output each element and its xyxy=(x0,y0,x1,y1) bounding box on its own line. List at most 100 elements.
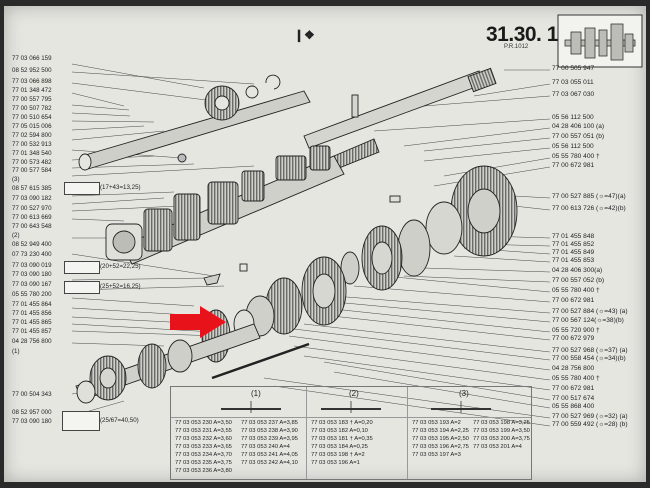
table-cell: 77 03 053 196 A=2,75 xyxy=(412,444,469,450)
table-cell: 77 03 053 183 † A=0,20 xyxy=(311,420,373,426)
part-label: 77 03 066 159 xyxy=(12,55,52,62)
part-label: 77 00 557 052 (b) xyxy=(552,277,605,284)
part-label: 77 03 055 011 xyxy=(552,79,594,86)
table-cell: 77 03 053 238 A=3,90 xyxy=(241,428,298,434)
ratio-label: (17+43=13,25) xyxy=(100,184,141,191)
ratio-bracket xyxy=(64,182,100,195)
table-cell: 77 03 053 241 A=4,05 xyxy=(241,452,298,458)
table-cell: 77 03 053 193 A=2 xyxy=(412,420,461,426)
part-label: 77 02 594 800 xyxy=(12,132,52,139)
part-label: 77 00 507 782 xyxy=(12,105,52,112)
table-header: (1) xyxy=(251,389,261,398)
part-label: 77 00 672 981 xyxy=(552,162,595,169)
part-label: 05 55 780 200 xyxy=(12,291,52,298)
shim-symbol-icon xyxy=(431,401,491,413)
ratio-label: (20+52=22,25) xyxy=(100,263,141,270)
shim-table: (1) (2) (3) 77 03 053 230 A=3,50 77 03 0… xyxy=(170,386,532,480)
part-label: 77 00 532 913 xyxy=(12,141,52,148)
part-label: 07 73 230 400 xyxy=(12,251,52,258)
ratio-bracket xyxy=(64,281,100,294)
part-label: 77 03 090 180 xyxy=(12,271,52,278)
part-label: 77 01 455 856 xyxy=(12,310,52,317)
table-cell: 77 03 053 182 A=0,10 xyxy=(311,428,368,434)
table-cell: 77 03 053 195 A=2,50 xyxy=(412,436,469,442)
ratio-label: (25+52=16,25) xyxy=(100,283,141,290)
part-label: 77 01 455 864 xyxy=(12,301,52,308)
part-label: 77 01 455 865 xyxy=(12,319,52,326)
gearbox-thumbnail-icon xyxy=(557,14,643,68)
part-label: 08 52 957 000 xyxy=(12,409,52,416)
part-label: 77 00 517 674 xyxy=(552,395,595,402)
part-label: 77 00 643 548 xyxy=(12,223,52,230)
part-label: 77 05 015 006 xyxy=(12,123,52,130)
table-cell: 77 03 053 200 A=3,75 xyxy=(473,436,530,442)
table-cell: 77 03 053 240 A=4 xyxy=(241,444,290,450)
table-cell: 77 03 053 197 A=3 xyxy=(412,452,461,458)
part-label: 04 28 756 800 xyxy=(12,338,52,345)
ratio-label: (25/67=40,50) xyxy=(100,417,139,424)
part-label: 77 03 090 167 xyxy=(12,281,52,288)
table-cell: 77 03 053 181 † A=0,35 xyxy=(311,436,373,442)
page-number: 31.30. 1 xyxy=(486,23,558,46)
part-label: 77 00 672 981 xyxy=(552,385,595,392)
shim-symbol-icon xyxy=(321,401,381,413)
part-label: 77 00 557 051 (b) xyxy=(552,133,605,140)
part-label: 77 00 613 669 xyxy=(12,214,52,221)
part-label: 77 00 527 884 (☼=43) (a) xyxy=(552,308,628,315)
part-label: 77 01 455 849 xyxy=(552,249,595,256)
part-label: 77 00 577 584 xyxy=(12,167,52,174)
part-label: 08 52 952 500 xyxy=(12,67,52,74)
ratio-bracket xyxy=(64,261,100,274)
part-label: 77 00 613 726 (☼=42)(b) xyxy=(552,205,626,212)
table-cell: 77 03 053 242 A=4,10 xyxy=(241,460,298,466)
table-cell: 77 03 053 198 A=3,25 xyxy=(473,420,530,426)
table-cell: 77 03 053 234 A=3,70 xyxy=(175,452,232,458)
table-cell: 77 03 053 199 A=3,50 xyxy=(473,428,530,434)
exploded-gearbox-diagram xyxy=(71,63,551,427)
part-label: 77 00 504 343 xyxy=(12,391,52,398)
highlight-arrow-icon xyxy=(170,306,226,338)
table-cell: 77 03 053 184 A=0,25 xyxy=(311,444,368,450)
part-label: 04 28 406 100 (a) xyxy=(552,123,605,130)
table-cell: 77 03 053 232 A=3,60 xyxy=(175,436,232,442)
table-header: (2) xyxy=(349,389,359,398)
part-label: 05 55 780 400 † xyxy=(552,375,600,382)
shim-symbol-icon xyxy=(221,401,281,413)
part-label: 05 55 720 900 † xyxy=(552,327,600,334)
part-label: 77 00 510 654 xyxy=(12,114,52,121)
part-label: 77 03 090 180 xyxy=(12,418,52,425)
part-label: (3) xyxy=(12,176,20,183)
part-label: 05 56 112 500 xyxy=(552,143,594,150)
table-cell: 77 03 053 198 † A=2 xyxy=(311,452,365,458)
part-label: 77 00 527 968 (☼=37) (a) xyxy=(552,347,628,354)
part-label: 77 01 348 472 xyxy=(12,87,52,94)
page-reference: P.R.1012 xyxy=(504,44,529,50)
part-label: 05 55 780 400 † xyxy=(552,153,600,160)
part-label: 05 56 112 500 xyxy=(552,114,594,121)
part-label: 77 00 557 795 xyxy=(12,96,52,103)
part-label: 77 01 455 848 xyxy=(552,233,595,240)
part-label: 77 01 455 853 xyxy=(552,257,595,264)
part-label: (2) xyxy=(12,232,20,239)
part-label: 08 52 949 400 xyxy=(12,241,52,248)
part-label: (1) xyxy=(12,348,20,355)
table-cell: 77 03 053 230 A=3,50 xyxy=(175,420,232,426)
part-label: 04 28 406 300(a) xyxy=(552,267,603,274)
table-cell: 77 03 053 236 A=3,80 xyxy=(175,468,232,474)
part-label: 77 00 527 885 (☼=47)(a) xyxy=(552,193,626,200)
part-label: 05 55 780 400 † xyxy=(552,287,600,294)
part-label: 77 00 567 124(☼=38)(b) xyxy=(552,317,624,324)
parts-catalog-page: 31.30. 1 P.R.1012 ❙❖ xyxy=(4,6,646,482)
table-cell: 77 03 053 201 A=4 xyxy=(473,444,522,450)
part-label: 77 00 672 981 xyxy=(552,297,595,304)
table-header: (3) xyxy=(459,389,469,398)
part-label: 08 57 615 385 xyxy=(12,185,52,192)
table-cell: 77 03 053 235 A=3,75 xyxy=(175,460,232,466)
part-label: 77 00 672 979 xyxy=(552,335,595,342)
part-label: 05 55 868 400 xyxy=(552,403,595,410)
part-label: 77 00 505 947 xyxy=(552,65,595,72)
part-label: 77 00 558 454 (☼=34)(b) xyxy=(552,355,626,362)
part-label: 77 00 573 482 xyxy=(12,159,52,166)
part-label: 77 03 090 019 xyxy=(12,262,52,269)
ratio-bracket xyxy=(62,411,100,431)
